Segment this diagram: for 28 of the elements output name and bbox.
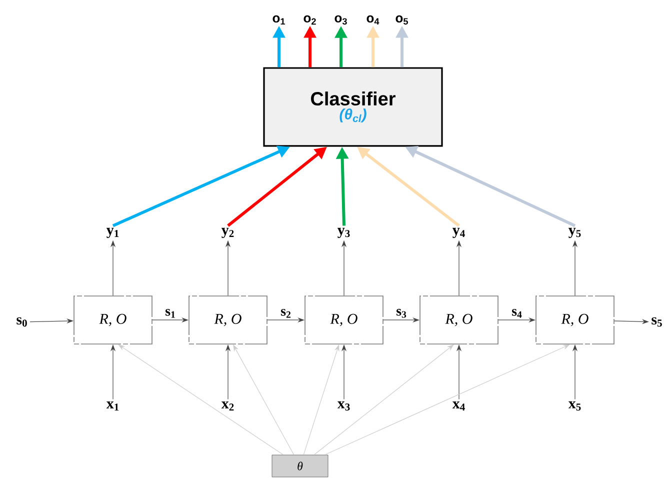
edge-label: s$_{4}$ [510,308,524,319]
rnn-cell-box: R, O [74,296,152,344]
input-label: x$_{5}$ [568,401,581,411]
input-label: x$_{3}$ [337,401,350,411]
edge-label: s$_{2}$ [280,308,292,319]
hidden-output-label: y$_{1}$ [106,228,119,238]
rnn-cell-box: R, O [536,296,614,344]
state-label: s$_{5}$ [652,317,662,327]
input-label: x$_{4}$ [452,401,465,410]
parameter-box: θ [272,454,328,478]
output-label: o$_{2}$ [304,15,316,25]
hidden-output-label: y$_{3}$ [338,228,350,238]
edge-label: s$_{1}$ [164,308,177,319]
input-label: x$_{1}$ [106,401,119,410]
hidden-output-label: y$_{4}$ [452,228,465,238]
output-label: o$_{5}$ [396,15,408,25]
state-label: s$_{0}$ [16,317,27,327]
output-label: o$_{3}$ [334,15,347,25]
output-label: o$_{1}$ [272,15,285,25]
rnn-cell-box: R, O [188,296,268,344]
rnn-cell-box: R, O [304,296,384,344]
input-label: x$_{2}$ [221,401,234,410]
output-label: o$_{4}$ [366,15,380,25]
classifier-box: Classifier (θ$_{cl}$) [263,67,443,147]
rnn-cell-box: R, O [420,296,498,344]
hidden-output-label: y$_{2}$ [222,228,234,238]
edge-label: s$_{3}$ [395,308,408,319]
hidden-output-label: y$_{5}$ [568,228,581,238]
